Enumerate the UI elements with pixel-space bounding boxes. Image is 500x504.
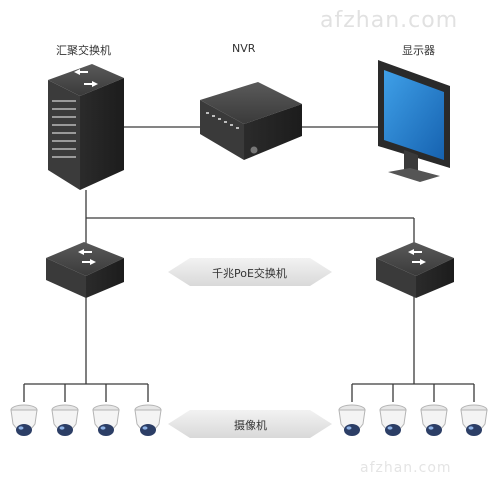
camera-arrow-bar	[168, 410, 332, 438]
dome-camera-icon	[379, 404, 407, 436]
label-nvr: NVR	[232, 42, 256, 55]
label-monitor: 显示器	[402, 44, 435, 57]
aggregation-switch-cabinet	[48, 64, 124, 190]
dome-camera-icon	[10, 404, 38, 436]
nvr-device	[200, 82, 302, 160]
watermark-top: afzhan.com	[320, 8, 459, 33]
label-aggregation-switch: 汇聚交换机	[56, 44, 111, 57]
dome-camera-icon	[92, 404, 120, 436]
label-cameras: 摄像机	[234, 419, 267, 432]
poe-switch-right	[376, 242, 454, 298]
camera-group-left	[10, 404, 162, 436]
dome-camera-icon	[134, 404, 162, 436]
monitor-device	[378, 60, 450, 182]
switch-arrows-icon	[74, 69, 98, 87]
dome-camera-icon	[460, 404, 488, 436]
switch-ports-icon	[52, 100, 76, 158]
watermark-bottom: afzhan.com	[360, 460, 452, 476]
power-button-icon	[250, 146, 258, 154]
switch-arrows-icon	[78, 249, 96, 265]
dome-camera-icon	[51, 404, 79, 436]
connection-lines	[23, 126, 475, 402]
poe-switch-arrow-bar	[168, 258, 332, 286]
dome-camera-icon	[338, 404, 366, 436]
dome-camera-icon	[420, 404, 448, 436]
poe-switch-left	[46, 242, 124, 298]
label-poe-switch: 千兆PoE交换机	[212, 267, 287, 280]
switch-arrows-icon	[408, 249, 426, 265]
camera-group-right	[338, 404, 488, 436]
